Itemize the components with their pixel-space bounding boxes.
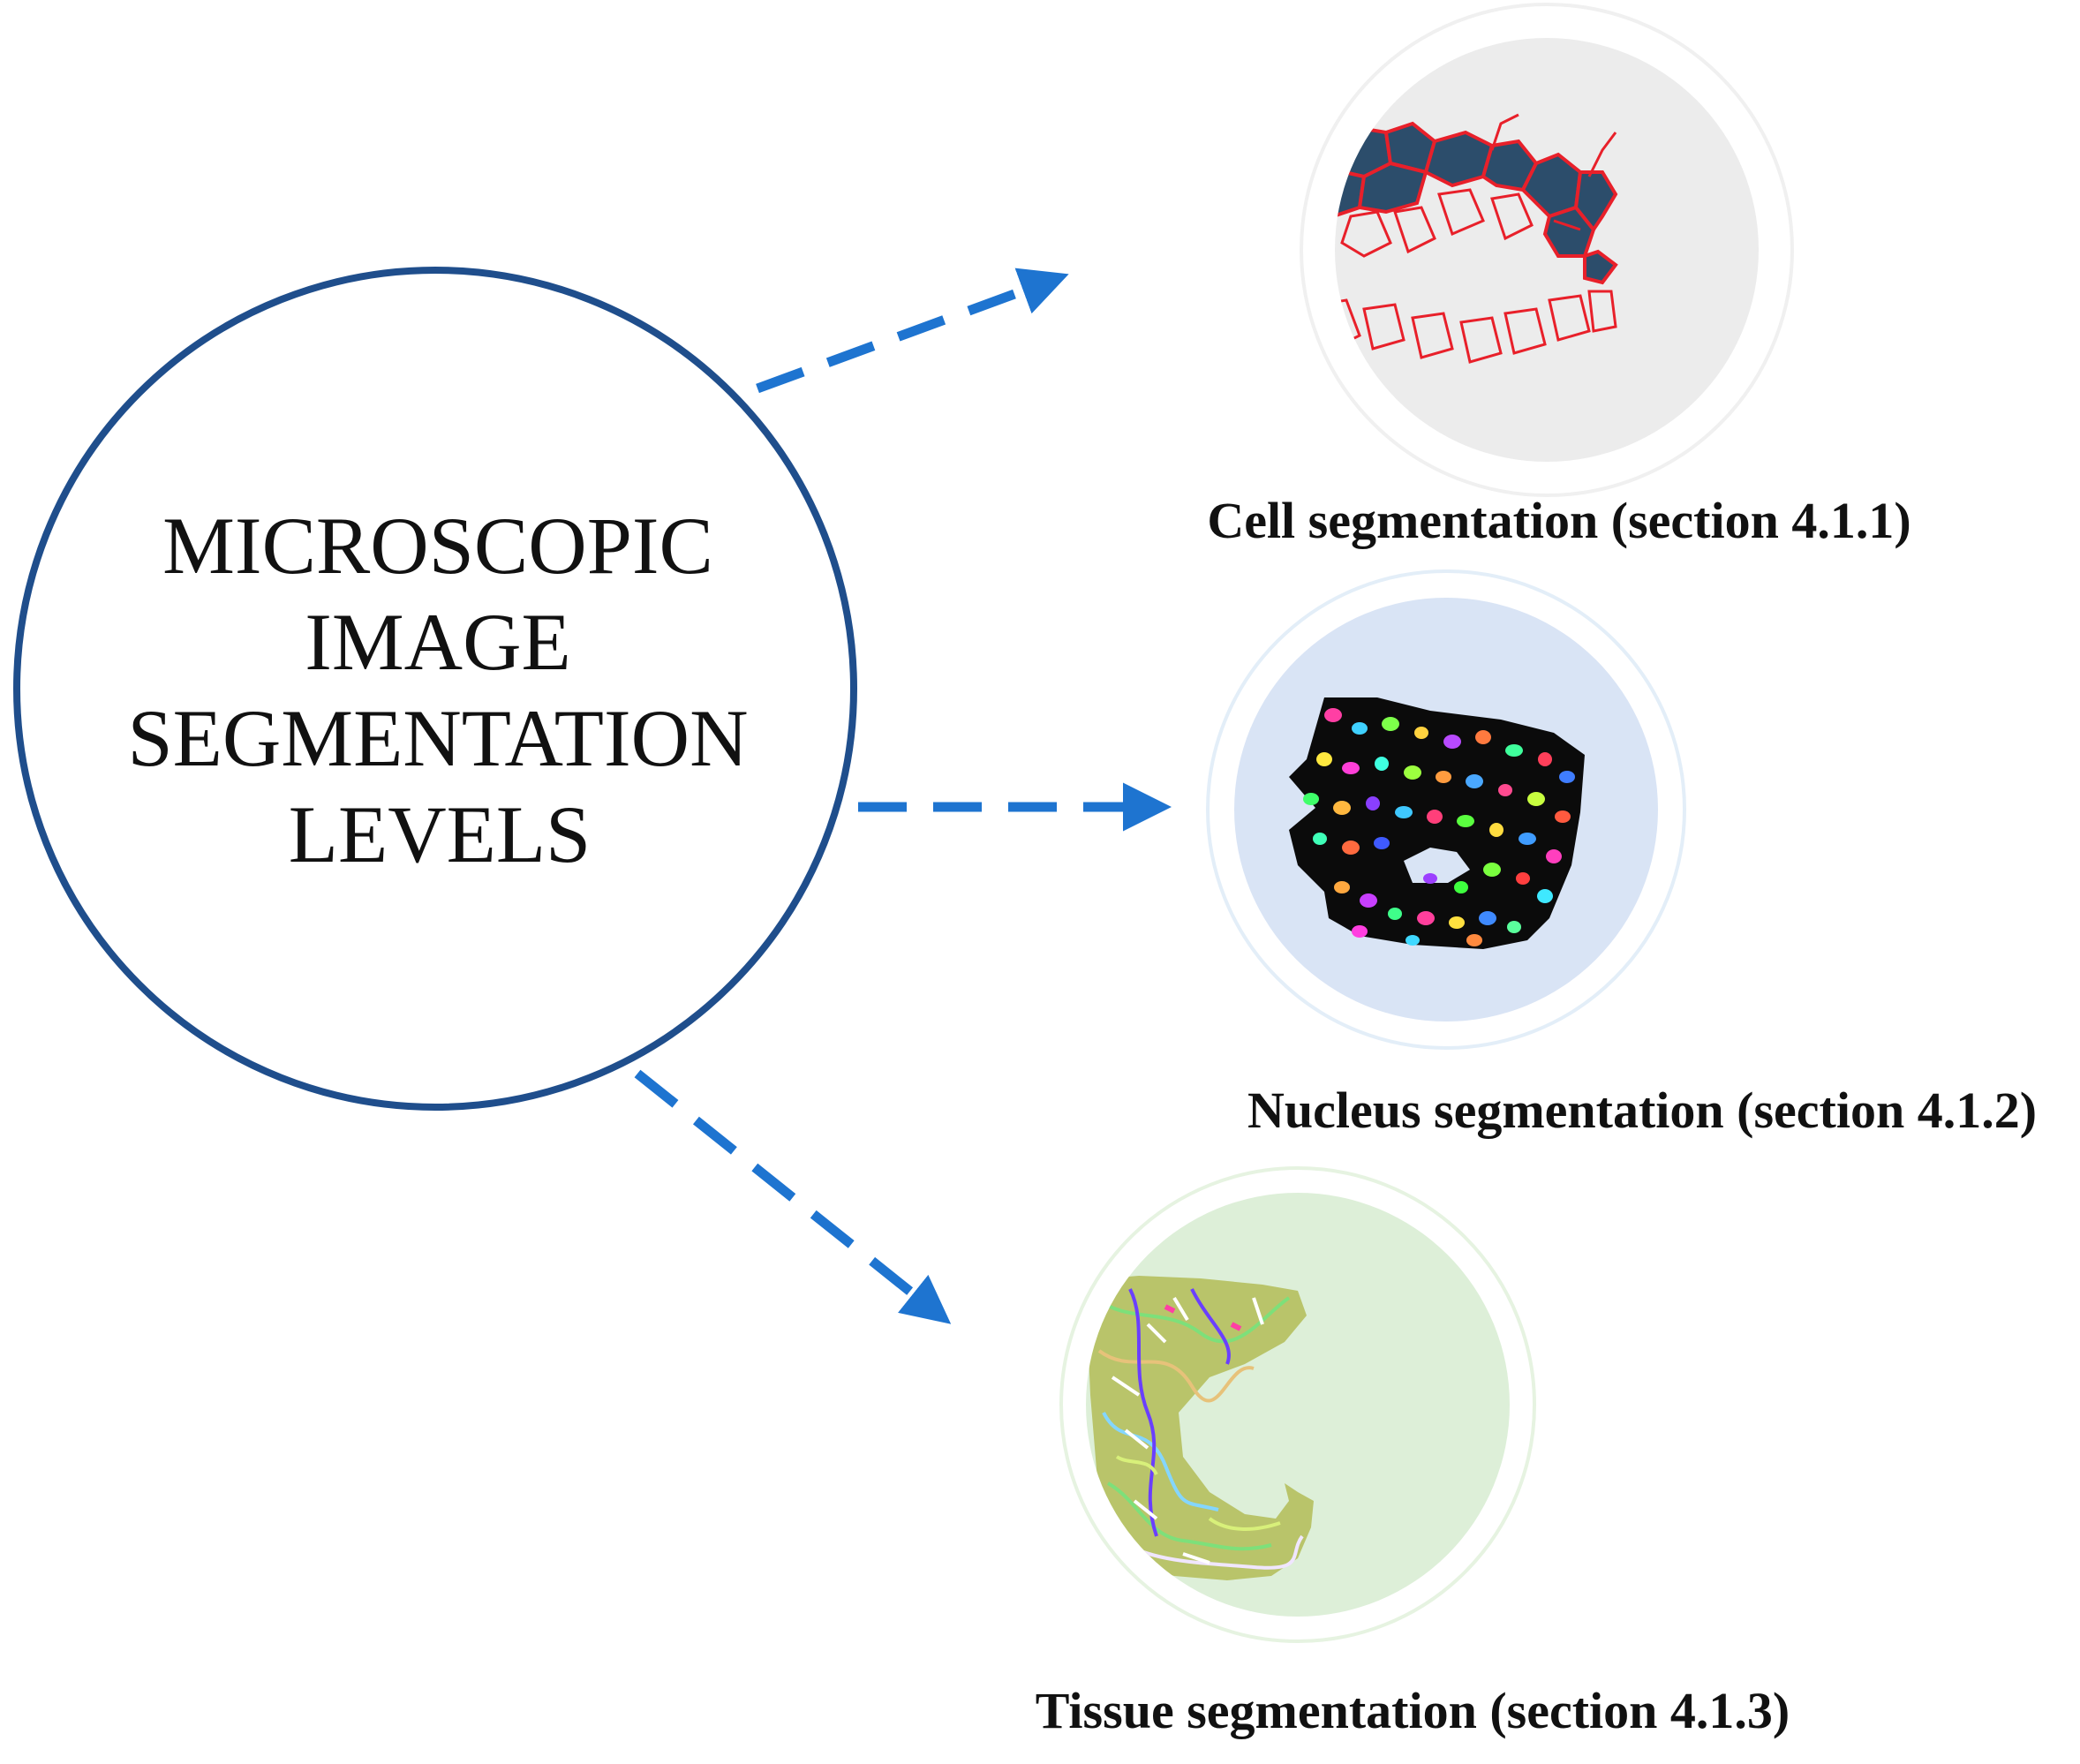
nucleus-blobs (1303, 708, 1575, 946)
nucleus-segmentation-image (1289, 697, 1585, 949)
nucleus-segmentation-caption: Nucleus segmentation (section 4.1.2) (1247, 1082, 2037, 1139)
cell-segmentation-disc (1335, 38, 1759, 462)
arrow-to-cell-segmentation (756, 268, 1069, 394)
nucleus-segmentation-node: Nucleus segmentation (section 4.1.2) (1206, 569, 2037, 1139)
main-title-line-4: LEVELS (289, 789, 591, 879)
main-concept-title: MICROSCOPIC IMAGE SEGMENTATION LEVELS (127, 501, 751, 879)
main-concept-node: MICROSCOPIC IMAGE SEGMENTATION LEVELS (13, 267, 857, 1111)
arrow-to-tissue-segmentation (634, 1069, 952, 1324)
main-title-line-1: MICROSCOPIC (162, 501, 713, 591)
tissue-texture (1093, 1288, 1304, 1570)
cell-segmentation-image (1335, 113, 1618, 364)
tissue-segmentation-node: Tissue segmentation (section 4.1.3) (1036, 1166, 1790, 1739)
main-title-line-3: SEGMENTATION (127, 693, 748, 783)
cell-segmentation-caption: Cell segmentation (section 4.1.1) (1207, 492, 1910, 549)
cell-segmentation-node: Cell segmentation (section 4.1.1) (1207, 3, 1911, 549)
main-concept-circle (13, 267, 857, 1111)
tissue-segmentation-caption: Tissue segmentation (section 4.1.3) (1036, 1682, 1790, 1739)
main-title-line-2: IMAGE (305, 597, 571, 687)
tissue-segmentation-image (1086, 1276, 1314, 1580)
arrows (634, 268, 1172, 1324)
tissue-section-shape (1086, 1276, 1314, 1580)
